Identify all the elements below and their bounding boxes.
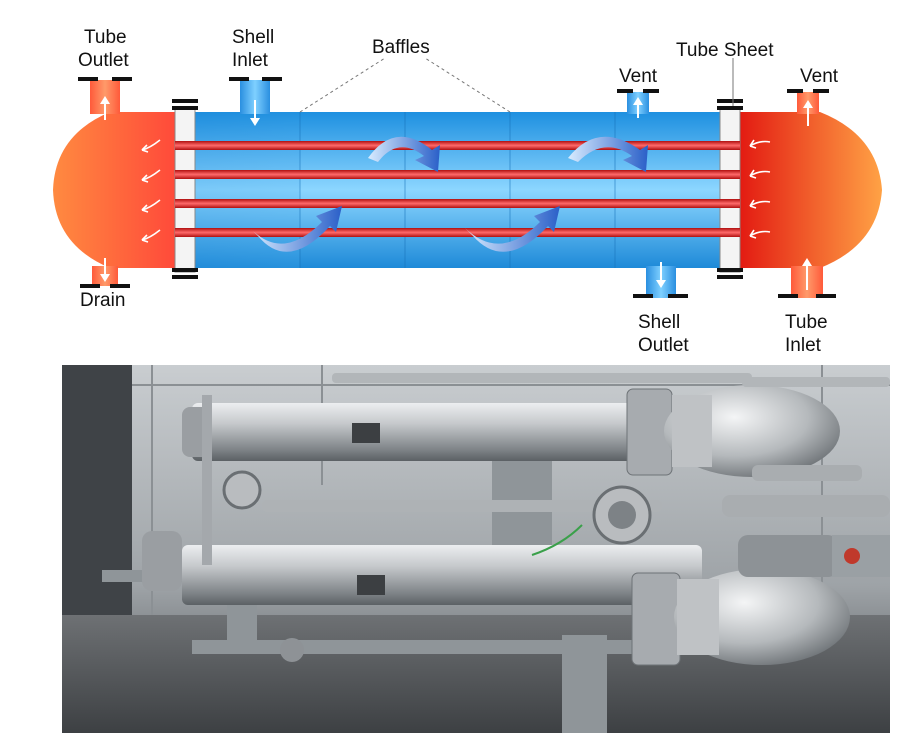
label-tube-inlet-line1: Tube <box>785 312 828 333</box>
tube-vent-nozzle <box>787 89 829 126</box>
label-tube-inlet-line2: Inlet <box>785 335 822 356</box>
label-tube-outlet-line1: Tube <box>84 27 127 48</box>
label-vent-right: Vent <box>800 66 839 87</box>
heat-exchanger-diagram: Tube Outlet Shell Inlet Baffles Tube She… <box>53 27 882 356</box>
tubes <box>175 141 740 237</box>
label-tube-sheet: Tube Sheet <box>676 40 774 61</box>
label-shell-inlet-line2: Inlet <box>232 50 269 71</box>
label-drain: Drain <box>80 290 125 311</box>
tube-inlet-nozzle <box>778 258 836 298</box>
label-shell-inlet-line1: Shell <box>232 27 274 48</box>
shell-flow-arrows <box>250 136 648 252</box>
dark-doorway <box>62 365 132 625</box>
flanges <box>172 99 743 279</box>
label-tube-outlet-line2: Outlet <box>78 50 129 71</box>
label-baffles: Baffles <box>372 37 430 58</box>
head-flow-arrows <box>141 139 771 243</box>
label-shell-outlet-line2: Outlet <box>638 335 689 356</box>
label-shell-outlet-line1: Shell <box>638 312 680 333</box>
lower-shell <box>142 531 850 666</box>
shell-vent-nozzle <box>617 89 659 118</box>
heat-exchanger-photo <box>62 365 890 733</box>
piping <box>202 373 890 662</box>
label-vent-left: Vent <box>619 66 658 87</box>
right-tube-sheet <box>719 107 741 273</box>
left-head <box>53 112 175 268</box>
leader-lines <box>299 57 734 113</box>
right-head <box>740 112 882 268</box>
tube-outlet-nozzle <box>78 77 132 120</box>
left-tube-sheet <box>174 107 196 273</box>
shell-inlet-nozzle <box>229 77 282 126</box>
drain-nozzle <box>80 258 130 288</box>
shell-outlet-nozzle <box>633 262 688 298</box>
